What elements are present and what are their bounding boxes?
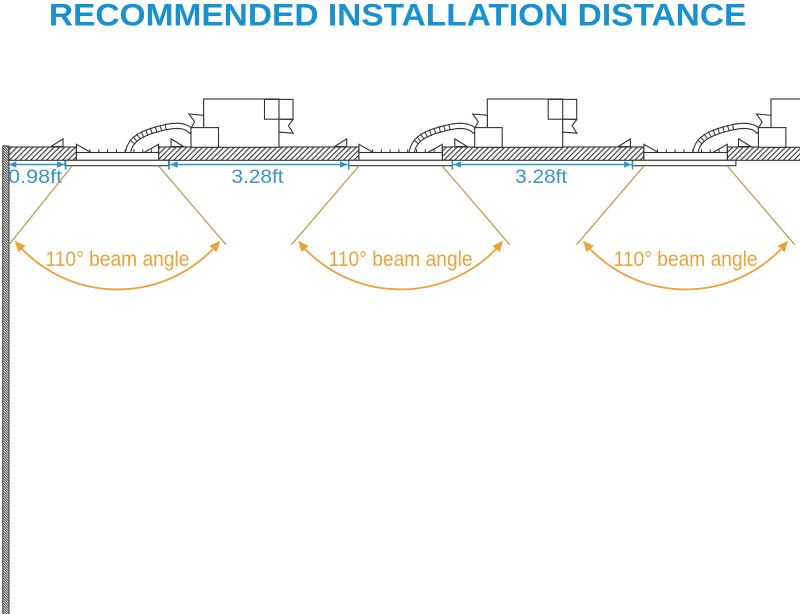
svg-text:110° beam angle: 110° beam angle: [614, 247, 758, 271]
svg-text:110° beam angle: 110° beam angle: [329, 247, 473, 271]
svg-text:RECOMMENDED INSTALLATION DISTA: RECOMMENDED INSTALLATION DISTANCE: [49, 0, 747, 32]
svg-text:0.98ft: 0.98ft: [8, 167, 63, 188]
svg-text:110° beam angle: 110° beam angle: [46, 247, 190, 271]
svg-text:3.28ft: 3.28ft: [232, 167, 285, 188]
svg-text:3.28ft: 3.28ft: [515, 167, 568, 188]
